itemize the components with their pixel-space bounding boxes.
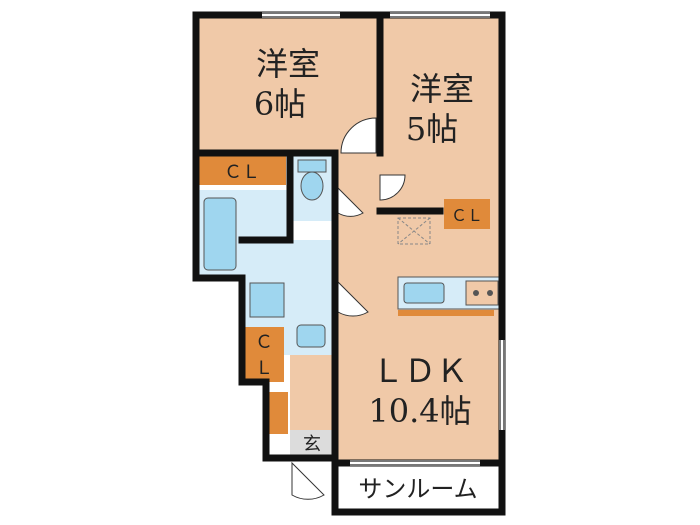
closet-3-label-bottom: Ｌ	[255, 358, 273, 379]
ldk-size: 10.4帖	[368, 392, 471, 430]
sunroom-area	[335, 463, 502, 506]
bathtub	[203, 197, 237, 271]
windows	[262, 12, 505, 466]
entrance-name: 玄	[303, 434, 321, 455]
closet-1	[198, 155, 286, 185]
closet-3-label-top: Ｃ	[255, 332, 273, 353]
shoe-closet	[266, 392, 288, 434]
washing-machine	[296, 324, 326, 348]
ldk-name: ＬＤＫ	[372, 352, 468, 390]
closet-2-label: ＣＬ	[451, 206, 483, 225]
entrance-area	[290, 430, 335, 458]
door-swings	[291, 117, 406, 500]
toilet-fixture	[297, 159, 327, 201]
western-room-2-size: 5帖	[406, 110, 458, 148]
storage-hatch	[397, 217, 431, 245]
kitchen-sink	[403, 282, 445, 304]
closet-3	[244, 327, 284, 382]
closet-1-label: ＣＬ	[224, 162, 260, 183]
kitchen-shelf	[398, 310, 494, 316]
sunroom-name: サンルーム	[358, 475, 477, 503]
western-room-1-size: 6帖	[254, 85, 306, 123]
closet-2	[444, 199, 490, 229]
washbasin	[249, 282, 285, 318]
corridor-area	[290, 355, 335, 430]
western-room-1-name: 洋室	[256, 45, 320, 83]
ldk-area	[335, 211, 502, 463]
stove	[465, 280, 499, 306]
western-room-2-name: 洋室	[410, 70, 474, 108]
